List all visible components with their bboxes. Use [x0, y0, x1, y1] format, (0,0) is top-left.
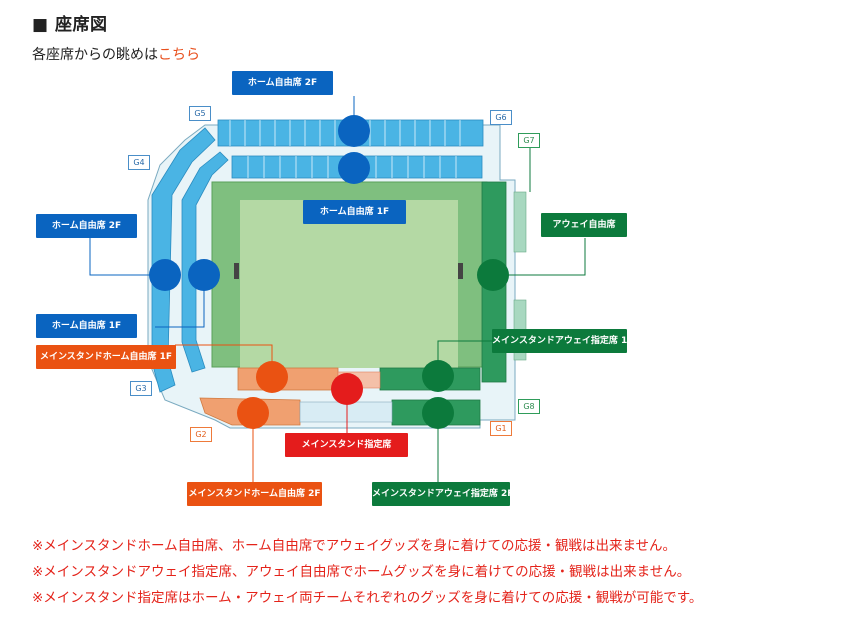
marker-main-away-1f: [422, 360, 454, 392]
gate-g4: G4: [128, 155, 150, 170]
label-main-away-2f[interactable]: メインスタンドアウェイ指定席 2F: [372, 482, 510, 506]
note-1: ※メインスタンドホーム自由席、ホーム自由席でアウェイグッズを身に着けての応援・観…: [32, 538, 677, 554]
label-home-1f-top[interactable]: ホーム自由席 1F: [303, 200, 406, 224]
marker-main-reserved: [331, 373, 363, 405]
page-title: ■ 座席図: [32, 15, 108, 35]
marker-home-2f-left: [149, 259, 181, 291]
subtitle-text: 各座席からの眺めは: [32, 47, 158, 63]
label-home-2f-top[interactable]: ホーム自由席 2F: [232, 71, 333, 95]
seat-map: [89, 96, 586, 482]
label-home-1f-left[interactable]: ホーム自由席 1F: [36, 314, 137, 338]
label-main-away-1f[interactable]: メインスタンドアウェイ指定席 1F: [492, 329, 627, 353]
gate-g3: G3: [130, 381, 152, 396]
gate-g6: G6: [490, 110, 512, 125]
marker-home-2f-top: [338, 115, 370, 147]
marker-home-1f-left: [188, 259, 220, 291]
marker-main-away-2f: [422, 397, 454, 429]
label-main-home-2f[interactable]: メインスタンドホーム自由席 2F: [187, 482, 322, 506]
gate-g1: G1: [490, 421, 512, 436]
label-main-reserved[interactable]: メインスタンド指定席: [285, 433, 408, 457]
right-concourse: [513, 191, 527, 253]
view-link[interactable]: こちら: [158, 47, 200, 63]
marker-main-home-1f: [256, 361, 288, 393]
gate-g5: G5: [189, 106, 211, 121]
main-stand-2f-center: [299, 401, 393, 423]
marker-main-home-2f: [237, 397, 269, 429]
goal-right: [458, 263, 463, 279]
label-main-home-1f[interactable]: メインスタンドホーム自由席 1F: [36, 345, 176, 369]
gate-g2: G2: [190, 427, 212, 442]
label-home-2f-left[interactable]: ホーム自由席 2F: [36, 214, 137, 238]
gate-g8: G8: [518, 399, 540, 414]
marker-away-free: [477, 259, 509, 291]
label-away-free[interactable]: アウェイ自由席: [541, 213, 627, 237]
note-2: ※メインスタンドアウェイ指定席、アウェイ自由席でホームグッズを身に着けての応援・…: [32, 564, 691, 580]
notes: ※メインスタンドホーム自由席、ホーム自由席でアウェイグッズを身に着けての応援・観…: [32, 533, 702, 611]
gate-g7: G7: [518, 133, 540, 148]
main-stand-1f-home: [237, 367, 339, 391]
subtitle: 各座席からの眺めはこちら: [32, 44, 200, 64]
note-3: ※メインスタンド指定席はホーム・アウェイ両チームそれぞれのグッズを身に着けての応…: [32, 590, 703, 606]
left-stand-1f: [181, 151, 229, 373]
goal-left: [234, 263, 239, 279]
marker-home-1f-top: [338, 152, 370, 184]
pitch-inner: [240, 200, 458, 368]
